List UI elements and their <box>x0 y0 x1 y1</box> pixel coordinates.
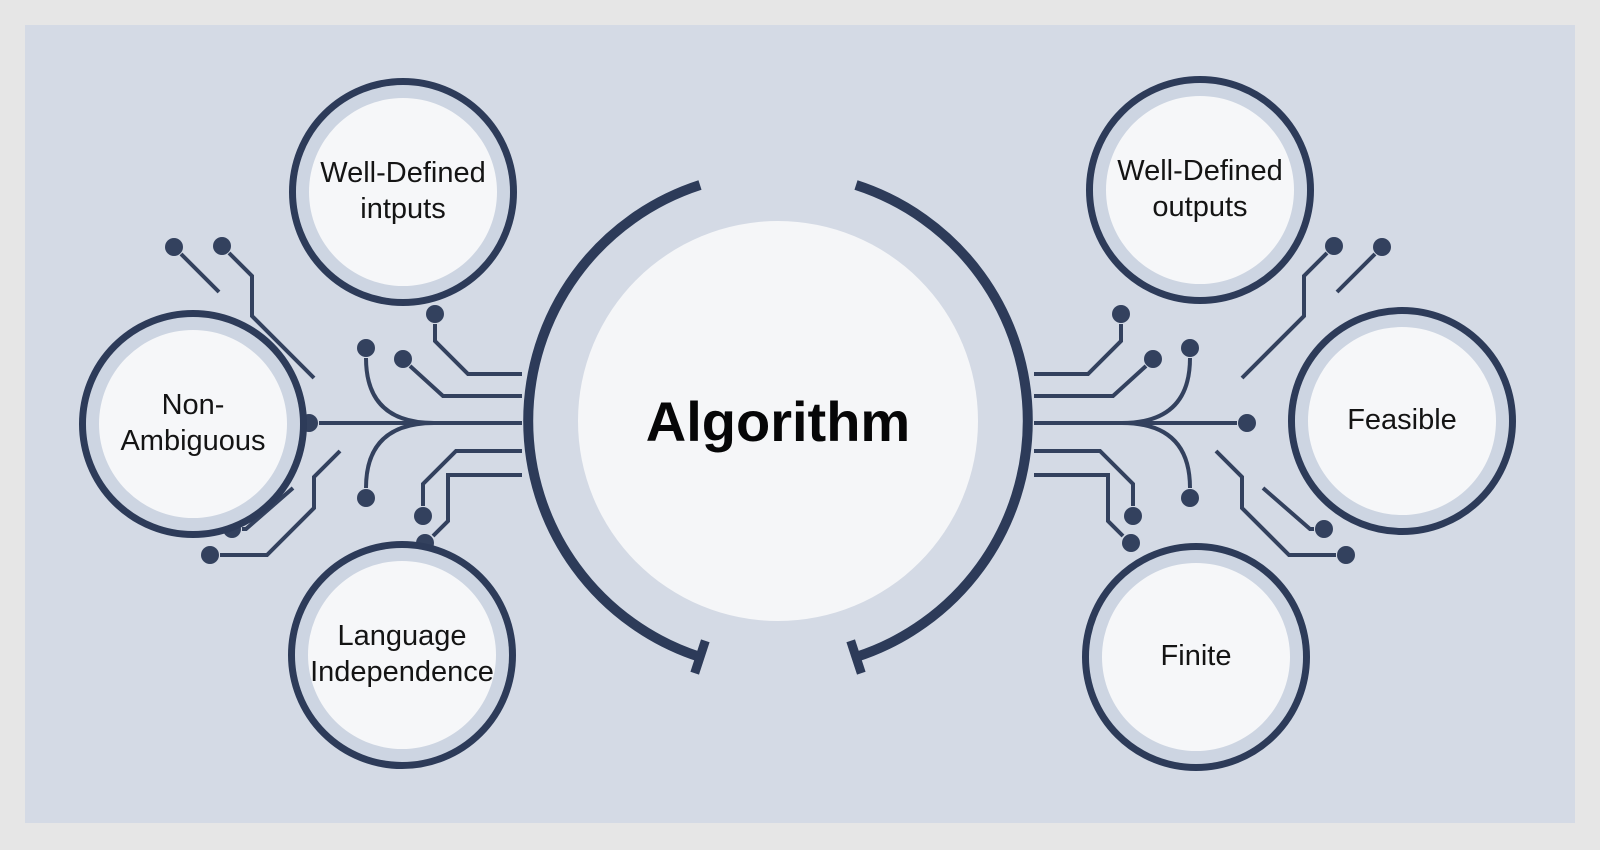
node-language-independence: Language Independence <box>288 541 516 769</box>
node-label: Non- Ambiguous <box>120 389 266 457</box>
node-feasible: Feasible <box>1288 307 1516 535</box>
center-arc-right <box>854 180 1033 662</box>
node-well-defined-outputs: Well-Defined outputs <box>1086 76 1314 304</box>
arc-tick-left <box>690 639 710 675</box>
node-label: Well-Defined outputs <box>1117 155 1283 223</box>
node-label: Well-Defined intputs <box>320 157 486 225</box>
node-label: Feasible <box>1347 404 1457 437</box>
node-well-defined-inputs: Well-Defined intputs <box>289 78 517 306</box>
center-node-algorithm: Algorithm <box>578 221 978 621</box>
node-non-ambiguous: Non- Ambiguous <box>79 310 307 538</box>
node-label: Language Independence <box>310 620 494 688</box>
node-label: Finite <box>1160 640 1232 673</box>
page-title: Algorithm <box>645 389 911 453</box>
node-finite: Finite <box>1082 543 1310 771</box>
arc-tick-right <box>846 639 866 675</box>
center-arc-left <box>523 180 702 662</box>
